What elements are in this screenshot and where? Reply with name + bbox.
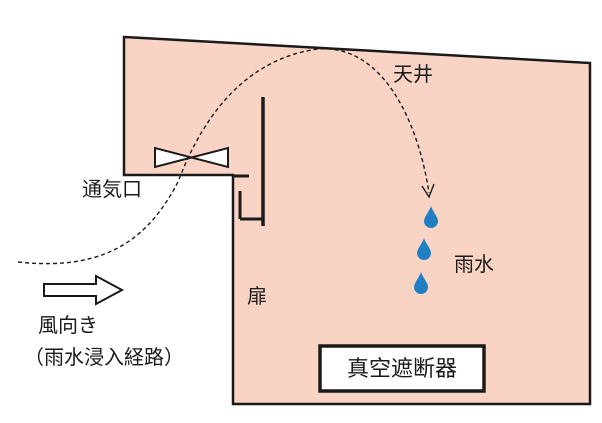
label-ceiling: 天井 bbox=[393, 62, 433, 86]
label-vacuum-breaker: 真空遮断器 bbox=[347, 357, 457, 382]
water-drops bbox=[414, 206, 438, 294]
label-wind-direction: 風向き bbox=[38, 313, 98, 337]
vent-louver bbox=[154, 146, 229, 169]
door-baffle bbox=[232, 97, 265, 226]
label-vent: 通気口 bbox=[82, 177, 142, 201]
label-rainwater: 雨水 bbox=[454, 252, 494, 276]
water-drop-icon bbox=[417, 238, 431, 260]
enclosure-body bbox=[122, 35, 592, 406]
label-door: 扉 bbox=[247, 284, 267, 308]
wind-arrow-icon bbox=[43, 274, 125, 306]
vacuum-breaker-box bbox=[318, 344, 486, 393]
rain-intrusion-path bbox=[17, 48, 430, 265]
label-rain-path: （雨水浸入経路） bbox=[24, 345, 184, 369]
water-drop-icon bbox=[414, 272, 428, 294]
rain-path-arrowhead bbox=[421, 183, 435, 199]
water-drop-icon bbox=[424, 206, 438, 228]
